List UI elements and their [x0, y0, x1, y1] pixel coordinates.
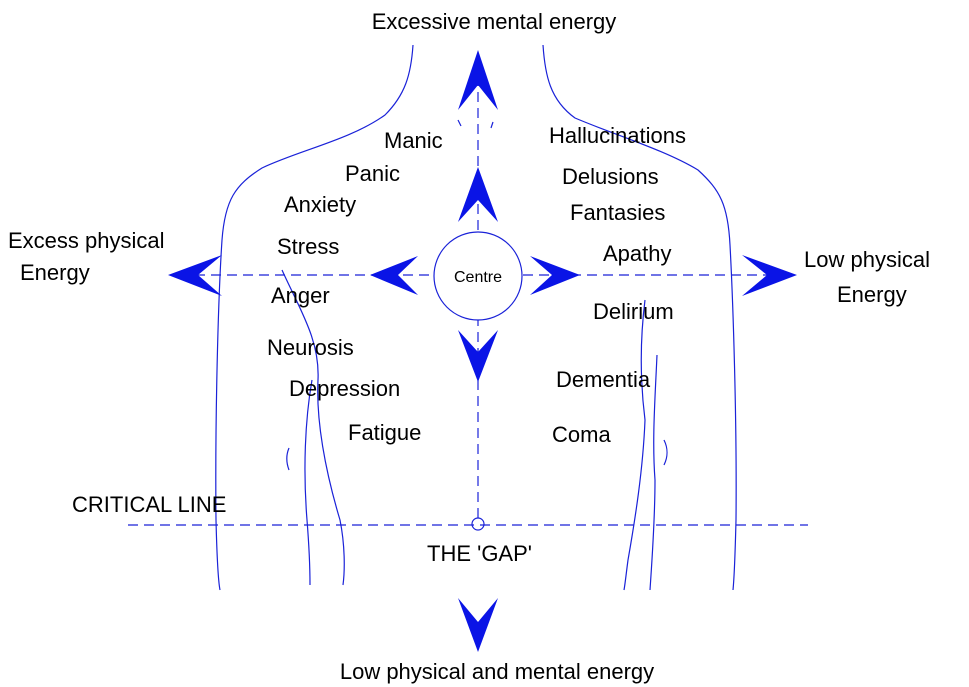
right-torso-line	[729, 244, 737, 591]
left-ear-mark	[286, 447, 290, 471]
gap-label: THE 'GAP'	[427, 541, 532, 566]
state-anger: Anger	[271, 283, 330, 308]
state-depression: Depression	[289, 376, 400, 401]
state-neurosis: Neurosis	[267, 335, 354, 360]
centre-circle	[433, 231, 523, 321]
state-coma: Coma	[552, 422, 611, 447]
arrow-bottom-inner	[458, 330, 498, 382]
right-inner-arm-line	[623, 299, 646, 591]
left-label-line2: Energy	[20, 260, 90, 285]
body-outline	[215, 44, 737, 591]
gap-point	[471, 517, 485, 531]
critical-line-label: CRITICAL LINE	[72, 492, 226, 517]
arrow-right-outer	[742, 255, 797, 296]
arrow-bottom-outer	[458, 598, 498, 652]
state-delusions: Delusions	[562, 164, 659, 189]
bottom-label: Low physical and mental energy	[340, 659, 654, 684]
centre-label: Centre	[454, 269, 502, 286]
left-label-line1: Excess physical	[8, 228, 165, 253]
state-apathy: Apathy	[603, 241, 672, 266]
arrow-top-inner	[458, 167, 498, 222]
tick-mark-left	[457, 119, 462, 127]
state-fatigue: Fatigue	[348, 420, 421, 445]
state-delirium: Delirium	[593, 299, 674, 324]
right-label-line1: Low physical	[804, 247, 930, 272]
neck-left-line	[221, 44, 414, 241]
state-hallucinations: Hallucinations	[549, 123, 686, 148]
state-panic: Panic	[345, 161, 400, 186]
state-stress: Stress	[277, 234, 339, 259]
right-ear-mark	[663, 439, 668, 466]
neck-right-line	[542, 44, 731, 246]
top-label: Excessive mental energy	[372, 9, 617, 34]
right-inner-arm-line-2	[649, 354, 658, 591]
state-dementia: Dementia	[556, 367, 651, 392]
state-fantasies: Fantasies	[570, 200, 665, 225]
left-inner-arm-line	[281, 269, 345, 586]
left-inner-arm-line-2	[304, 379, 313, 586]
arrow-right-inner	[530, 256, 580, 295]
arrow-top-outer	[458, 50, 498, 110]
state-manic: Manic	[384, 128, 443, 153]
arrow-left-outer	[168, 255, 222, 296]
left-torso-line	[215, 239, 223, 591]
arrow-left-inner	[370, 256, 418, 295]
right-label-line2: Energy	[837, 282, 907, 307]
arrows	[168, 50, 797, 652]
state-anxiety: Anxiety	[284, 192, 356, 217]
tick-mark-right	[490, 121, 494, 129]
